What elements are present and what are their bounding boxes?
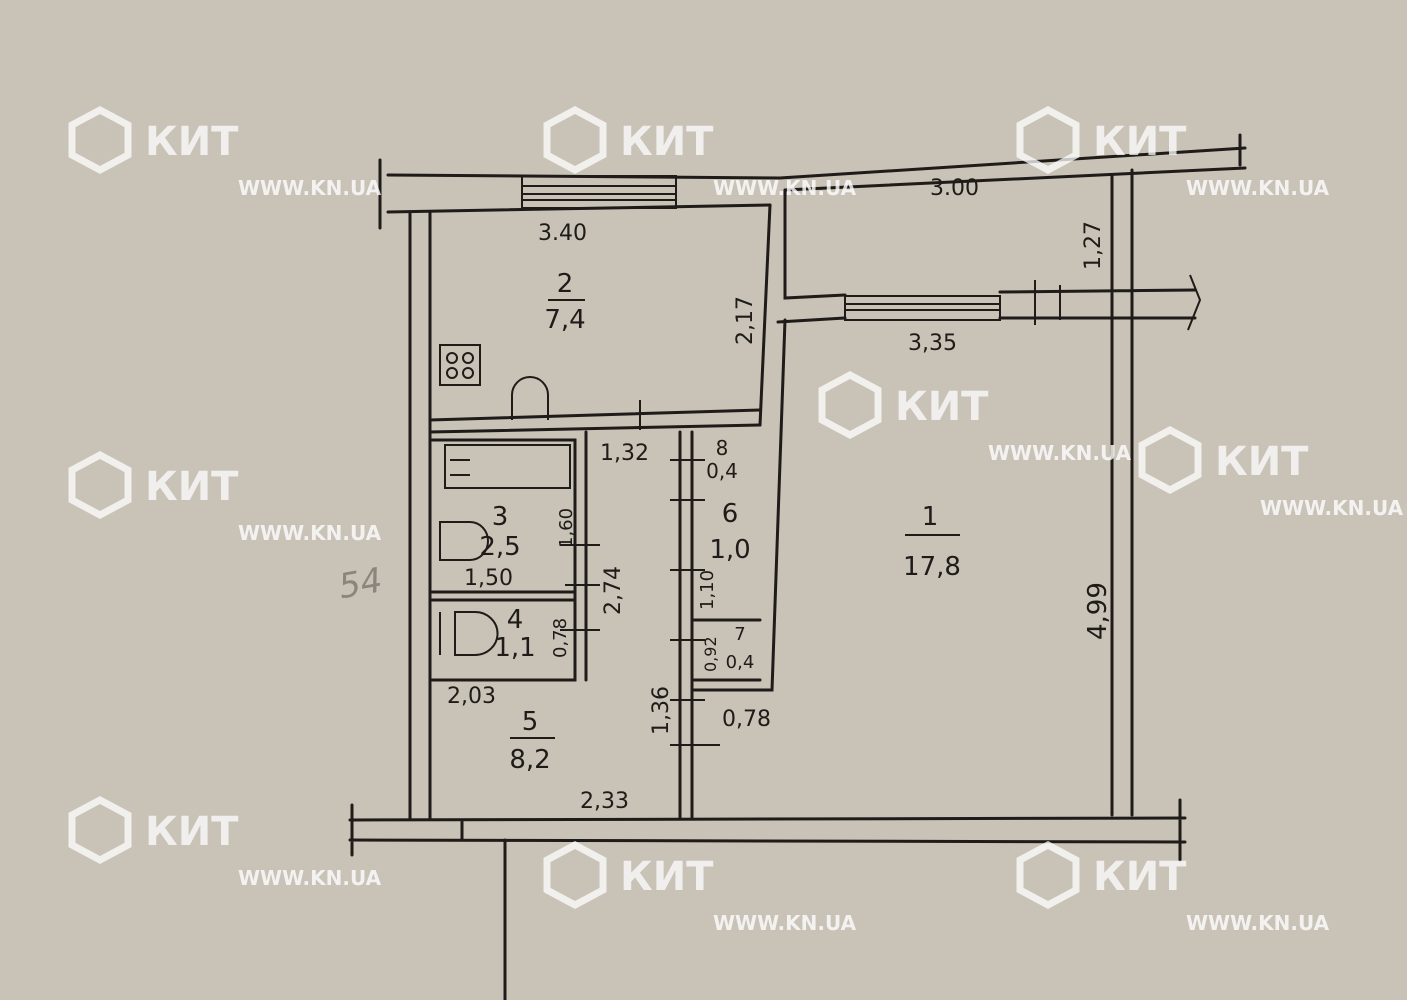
watermark-url: WWW.KN.UA — [988, 441, 1132, 465]
watermark: КИТ WWW.KN.UA — [1016, 841, 1330, 935]
watermark: КИТ WWW.KN.UA — [1016, 106, 1330, 200]
dim-wc-depth: 0,78 — [550, 618, 571, 658]
room-2-number: 2 — [557, 269, 574, 299]
dim-closet7-depth: 0,92 — [701, 636, 720, 672]
room-5-area: 8,2 — [509, 745, 550, 775]
watermark: КИТ WWW.KN.UA — [68, 451, 382, 545]
dim-bath-block: 2,74 — [601, 566, 626, 615]
sink-icon — [511, 376, 549, 420]
toilet-icon — [439, 611, 499, 656]
room-1-number: 1 — [922, 502, 939, 532]
watermark: КИТ WWW.KN.UA — [68, 106, 382, 200]
watermark-brand: КИТ — [1093, 854, 1187, 900]
dim-bath-width: 1,50 — [464, 566, 513, 591]
kitchen-window — [521, 175, 677, 209]
watermark-brand: КИТ — [145, 809, 239, 855]
watermark-logo-icon — [543, 841, 607, 909]
watermark-logo-icon — [68, 451, 132, 519]
watermark-brand: КИТ — [620, 854, 714, 900]
stove-icon — [439, 344, 481, 386]
washbasin-icon — [439, 521, 489, 561]
dim-hall-width: 2,03 — [447, 684, 496, 709]
room-6-number: 6 — [722, 499, 739, 529]
room-labels: 2 7,4 1 17,8 3 2,5 4 1,1 5 8,2 6 1,0 7 0… — [479, 269, 961, 775]
watermark-url: WWW.KN.UA — [713, 176, 857, 200]
watermark-url: WWW.KN.UA — [238, 866, 382, 890]
room-1-area: 17,8 — [903, 552, 961, 582]
dim-balcony-length: 3.00 — [930, 176, 979, 201]
dim-bottom-wall: 2,33 — [580, 789, 629, 814]
watermark-brand: КИТ — [145, 119, 239, 165]
watermark-url: WWW.KN.UA — [1186, 176, 1330, 200]
watermark-url: WWW.KN.UA — [1186, 911, 1330, 935]
watermark-logo-icon — [818, 371, 882, 439]
room-4-number: 4 — [507, 605, 524, 635]
dim-balcony-depth: 1,27 — [1081, 221, 1106, 270]
watermark-logo-icon — [1016, 106, 1080, 174]
watermark-logo-icon — [68, 106, 132, 174]
dim-closet7-width: 0,78 — [722, 707, 771, 732]
pencil-mark: 54 — [336, 560, 386, 607]
room-2-area: 7,4 — [544, 305, 585, 335]
watermark: КИТ WWW.KN.UA — [68, 796, 382, 890]
watermark: КИТ WWW.KN.UA — [543, 841, 857, 935]
room-7-area: 0,4 — [726, 652, 755, 673]
room-3-area: 2,5 — [479, 532, 520, 562]
room-6-area: 1,0 — [709, 535, 750, 565]
dim-kitchen-width: 3.40 — [538, 221, 587, 246]
watermark: КИТ WWW.KN.UA — [543, 106, 857, 200]
room-5-number: 5 — [522, 707, 539, 737]
dimension-labels: 3.40 3.00 1,27 2,17 3,35 1,32 1,60 2,74 … — [447, 176, 1113, 814]
watermark-brand: КИТ — [1093, 119, 1187, 165]
dim-closet6-depth: 1,10 — [697, 570, 718, 610]
watermark-brand: КИТ — [895, 384, 989, 430]
watermark-brand: КИТ — [145, 464, 239, 510]
watermarks: КИТ WWW.KN.UA КИТ WWW.KN.UA КИТ WWW.KN.UA КИТ W… — [68, 106, 1404, 935]
dim-bath-depth: 1,60 — [556, 508, 577, 548]
dim-hall-top: 1,32 — [600, 441, 649, 466]
room-3-number: 3 — [492, 502, 509, 532]
watermark-logo-icon — [68, 796, 132, 864]
room-8-number: 8 — [716, 436, 729, 460]
watermark-logo-icon — [543, 106, 607, 174]
room1-window — [844, 295, 1001, 321]
watermark-url: WWW.KN.UA — [238, 176, 382, 200]
room-8-area: 0,4 — [706, 459, 738, 483]
watermark: КИТ WWW.KN.UA — [1138, 426, 1404, 520]
walls — [348, 133, 1247, 1000]
watermark-url: WWW.KN.UA — [238, 521, 382, 545]
watermark-url: WWW.KN.UA — [1260, 496, 1404, 520]
dim-room1-depth: 4,99 — [1083, 582, 1113, 640]
room-7-number: 7 — [734, 624, 745, 645]
watermark-brand: КИТ — [1215, 439, 1309, 485]
watermark-url: WWW.KN.UA — [713, 911, 857, 935]
dim-corridor-segment: 1,36 — [649, 686, 674, 735]
watermark-logo-icon — [1016, 841, 1080, 909]
watermark-brand: КИТ — [620, 119, 714, 165]
dim-kitchen-depth: 2,17 — [733, 296, 758, 345]
watermark: КИТ WWW.KN.UA — [818, 371, 1132, 465]
watermark-logo-icon — [1138, 426, 1202, 494]
dim-room1-window-wall: 3,35 — [908, 331, 957, 356]
room-4-area: 1,1 — [494, 633, 535, 663]
